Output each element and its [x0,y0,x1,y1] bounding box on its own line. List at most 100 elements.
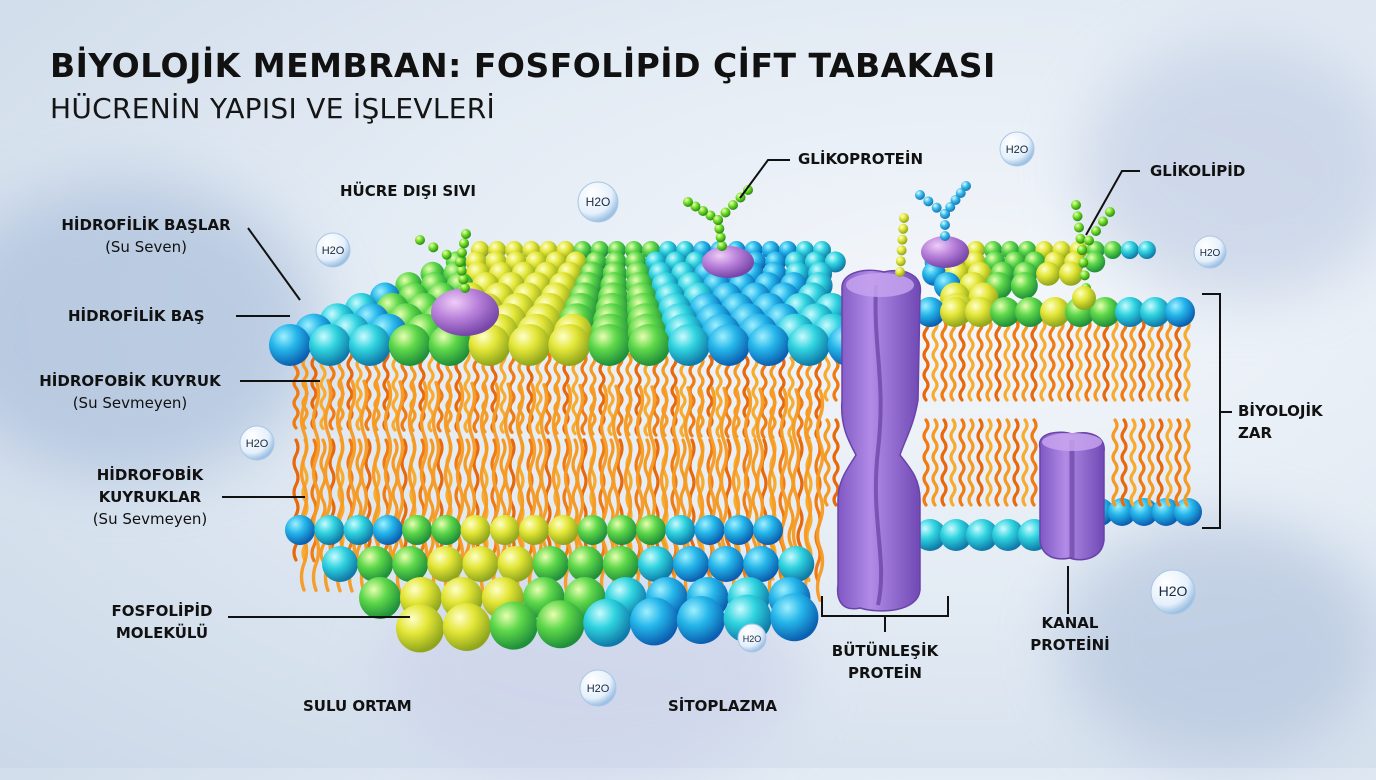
tail [1174,418,1182,507]
label-line-2: PROTEİNİ [1030,636,1110,654]
phospholipid-head [673,546,709,582]
water-bubble: H2O [737,623,767,653]
tail [562,438,570,573]
label-line-1: BÜTÜNLEŞİK [831,642,939,660]
bubble [1150,569,1196,615]
water-label: H2O [743,634,762,644]
phospholipid-head [1084,251,1106,273]
bubble [315,232,351,268]
tail [472,350,480,434]
label-line-1: KANAL [1041,614,1099,632]
tail [535,438,543,572]
phospholipid-head [396,604,444,653]
phospholipid-head [723,515,754,545]
phospholipid-head [392,546,429,582]
phospholipid-head [636,515,666,545]
label-line-1: FOSFOLİPİD [111,602,213,620]
sugar-bead [698,206,708,216]
phospholipid-head [308,324,351,366]
phospholipid-head [1174,498,1202,526]
tail [815,388,825,603]
sugar-bead [1098,216,1108,227]
water-bubble: H2O [577,181,619,223]
phospholipid-head [1115,297,1145,327]
tail [1156,418,1164,507]
sugar-bead [460,283,470,293]
tail [1111,318,1119,402]
water-label: H2O [1159,583,1188,599]
tail [1048,318,1056,402]
label-line-1: HİDROFOBİK [96,466,204,484]
page-subtitle: HÜCRENİN YAPISI VE İŞLEVLERİ [50,92,496,125]
phospholipid-head [343,515,374,545]
sugar-bead [1078,257,1089,268]
sugar-bead [898,223,909,234]
tail [652,353,660,437]
label-hucre-disi: HÜCRE DIŞI SIVI [340,182,476,200]
sugar-bead [461,229,471,239]
tail [949,418,957,507]
label-text: HİDROFİLİK BAŞLAR [61,216,231,234]
bubble [737,623,767,653]
tail [382,348,390,432]
tail [706,354,714,438]
phospholipid-head [602,546,639,582]
phospholipid-head [694,515,725,545]
phospholipid-head [402,515,432,545]
tail [1138,418,1146,507]
tail [1021,318,1029,402]
label-kanal-proteini: KANAL PROTEİNİ [1010,612,1130,656]
phospholipid-head [1036,261,1061,286]
sugar-bead [713,215,723,225]
tail [1012,318,1020,402]
tail [1039,318,1047,402]
label-sub: (Su Seven) [105,238,187,256]
sugar-bead [950,195,961,205]
phospholipid-head [990,297,1020,327]
tail [670,353,678,438]
water-bubble: H2O [999,131,1035,167]
water-label: H2O [587,683,610,695]
water-label: H2O [586,195,611,209]
tail [634,438,642,576]
tail [1183,418,1191,507]
sugar-bead [458,274,469,285]
phospholipid-head [508,324,551,366]
phospholipid-head [992,519,1024,551]
phospholipid-head [637,546,674,582]
phospholipid-head [536,600,585,649]
label-hidrofilik-bas: HİDROFİLİK BAŞ [68,307,205,325]
water-label: H2O [1006,144,1029,156]
phospholipid-head [357,546,394,582]
phospholipid-head [489,515,520,545]
background-blur [1060,520,1376,760]
label-hidrofobik-kuyruk: HİDROFOBİK KUYRUK (Su Sevmeyen) [24,370,236,414]
sugar-bead [1074,222,1084,233]
tail [814,438,822,583]
tail [391,438,399,566]
phospholipid-head [1090,297,1120,327]
tail [1129,318,1137,402]
label-text: HİDROFOBİK KUYRUK [39,372,221,390]
page-title: BİYOLOJİK MEMBRAN: FOSFOLİPİD ÇİFT TABAK… [50,46,996,85]
sugar-bead [931,202,942,213]
tail [985,318,993,402]
tail [814,356,822,441]
tail [922,418,930,507]
tail [967,318,975,402]
tail [931,418,939,507]
sugar-bead [455,257,465,267]
sugar-bead [459,238,469,249]
sugar-bead [961,181,971,191]
tail [1120,318,1128,402]
phospholipid-head [753,515,783,545]
phospholipid-head [1120,241,1139,259]
tail [310,346,318,430]
bubble [239,425,275,461]
label-line-2: MOLEKÜLÜ [115,624,209,642]
phospholipid-head [372,515,403,545]
tail [670,438,678,577]
phospholipid-head [583,598,632,647]
tail [346,347,354,431]
label-butunlesik-protein: BÜTÜNLEŞİK PROTEİN [818,640,952,684]
